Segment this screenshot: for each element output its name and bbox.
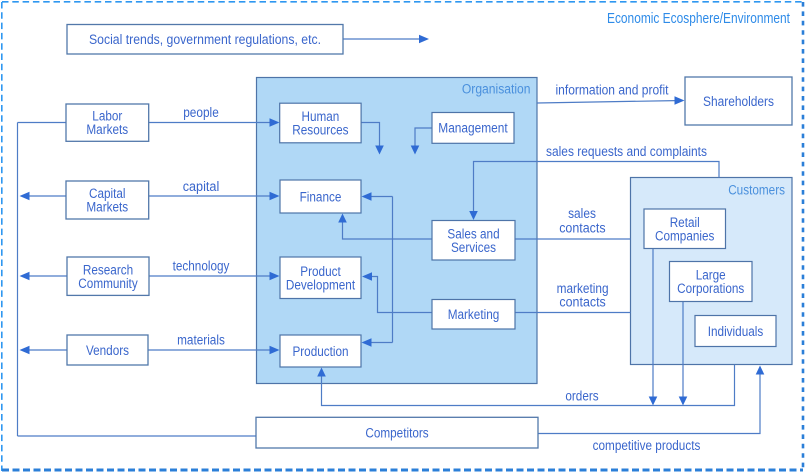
svg-text:Organisation: Organisation: [462, 82, 531, 97]
svg-text:Research: Research: [83, 262, 133, 277]
svg-text:Labor: Labor: [92, 109, 122, 124]
svg-text:Competitors: Competitors: [365, 425, 429, 440]
svg-text:Vendors: Vendors: [86, 343, 129, 358]
svg-text:sales: sales: [568, 206, 596, 221]
svg-text:Large: Large: [696, 268, 726, 283]
svg-text:Services: Services: [451, 240, 496, 255]
svg-text:Development: Development: [286, 277, 355, 292]
svg-text:Customers: Customers: [728, 183, 785, 198]
svg-text:contacts: contacts: [559, 220, 606, 235]
svg-text:technology: technology: [173, 259, 230, 274]
svg-text:contacts: contacts: [559, 295, 606, 310]
svg-text:Management: Management: [438, 121, 508, 136]
svg-text:materials: materials: [177, 333, 225, 348]
svg-text:sales requests and complaints: sales requests and complaints: [546, 144, 707, 159]
svg-text:Human: Human: [302, 109, 340, 124]
svg-text:Economic Ecosphere/Environment: Economic Ecosphere/Environment: [607, 11, 790, 27]
svg-text:Markets: Markets: [86, 200, 128, 215]
svg-text:Capital: Capital: [89, 186, 126, 201]
svg-text:people: people: [183, 105, 219, 120]
svg-text:Resources: Resources: [292, 123, 349, 138]
svg-text:Product: Product: [300, 264, 341, 279]
svg-text:Production: Production: [292, 344, 348, 359]
svg-text:Individuals: Individuals: [708, 324, 764, 339]
svg-text:Corporations: Corporations: [677, 281, 744, 296]
svg-text:Shareholders: Shareholders: [703, 94, 774, 109]
svg-text:orders: orders: [565, 389, 599, 404]
svg-text:capital: capital: [183, 179, 220, 194]
svg-text:Marketing: Marketing: [448, 307, 500, 322]
svg-text:Markets: Markets: [86, 122, 128, 137]
svg-text:Community: Community: [78, 276, 138, 291]
svg-text:information and profit: information and profit: [556, 83, 669, 98]
svg-text:competitive products: competitive products: [593, 438, 701, 453]
svg-text:Sales and: Sales and: [447, 226, 499, 241]
svg-text:marketing: marketing: [557, 281, 609, 296]
svg-text:Social trends, government regu: Social trends, government regulations, e…: [89, 32, 321, 47]
svg-text:Finance: Finance: [300, 189, 342, 204]
svg-text:Retail: Retail: [670, 215, 700, 230]
svg-text:Companies: Companies: [655, 228, 715, 243]
